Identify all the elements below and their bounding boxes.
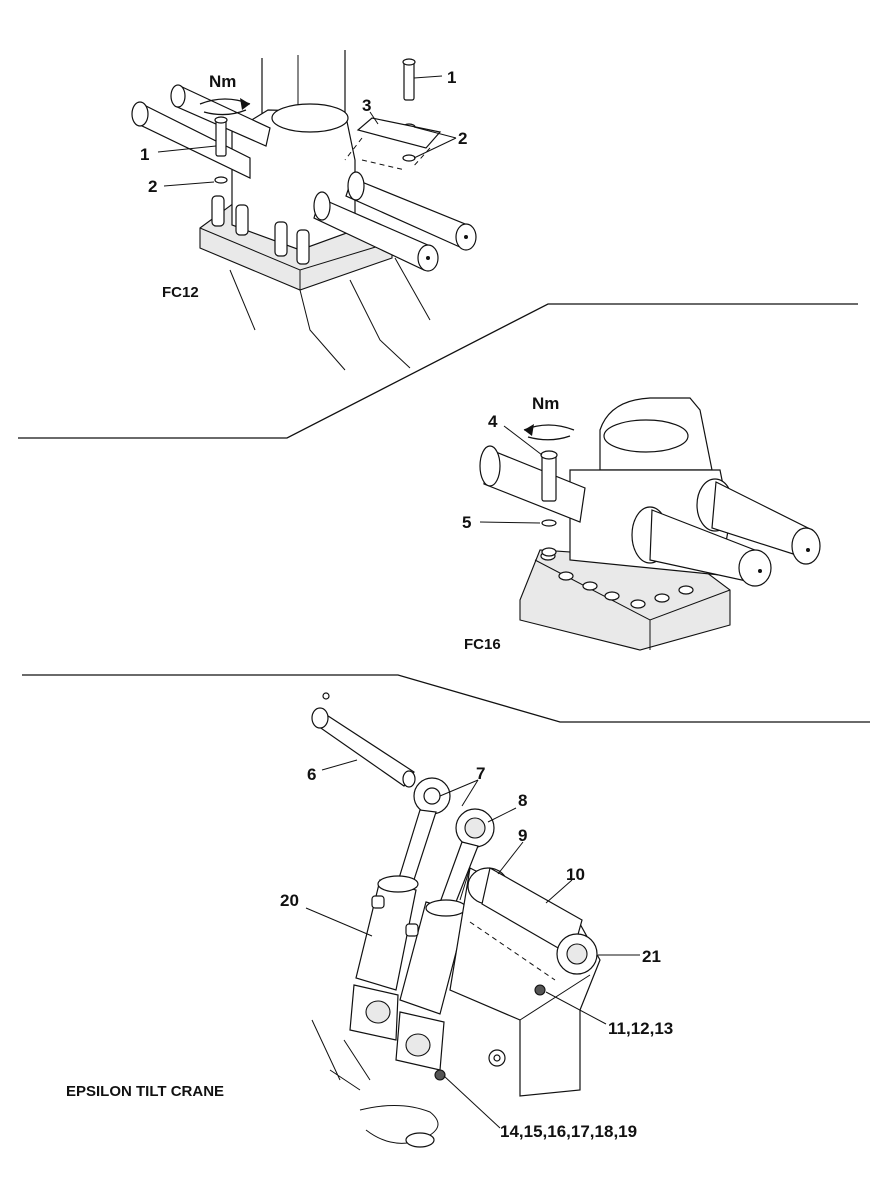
fc16-assembly — [479, 397, 821, 651]
fc12-caption: FC12 — [162, 284, 199, 301]
fc12-assembly — [131, 50, 477, 371]
fc16-callout-5: 5 — [462, 513, 471, 532]
epsilon-assembly — [305, 692, 640, 1148]
epsilon-caption: EPSILON TILT CRANE — [66, 1083, 224, 1100]
fc16-torque-label: Nm — [532, 394, 559, 413]
fc12-callout-3: 3 — [362, 96, 371, 115]
fc16-base-holes — [540, 551, 694, 609]
fc16-callout-4: 4 — [488, 412, 498, 431]
fc12-torque-label: Nm — [209, 72, 236, 91]
epsilon-callout-8: 8 — [518, 791, 527, 810]
epsilon-callout-10: 10 — [566, 865, 585, 884]
fc12-callout-1-left: 1 — [140, 145, 149, 164]
fc12-callout-2-left: 2 — [148, 177, 157, 196]
section-divider-lower — [22, 674, 870, 723]
epsilon-callout-20: 20 — [280, 891, 299, 910]
section-divider-upper — [18, 303, 858, 439]
epsilon-callout-7: 7 — [476, 764, 485, 783]
torque-arrow-icon — [523, 424, 575, 441]
fc12-callout-1-top: 1 — [447, 68, 456, 87]
epsilon-callout-9: 9 — [518, 826, 527, 845]
epsilon-callout-21: 21 — [642, 947, 661, 966]
epsilon-callout-11-13: 11,12,13 — [608, 1019, 673, 1038]
torque-arrow-icon — [199, 98, 251, 116]
epsilon-callout-6: 6 — [307, 765, 316, 784]
epsilon-callout-14-19: 14,15,16,17,18,19 — [500, 1122, 637, 1141]
fc12-callout-2-right: 2 — [458, 129, 467, 148]
fc16-caption: FC16 — [464, 636, 501, 653]
